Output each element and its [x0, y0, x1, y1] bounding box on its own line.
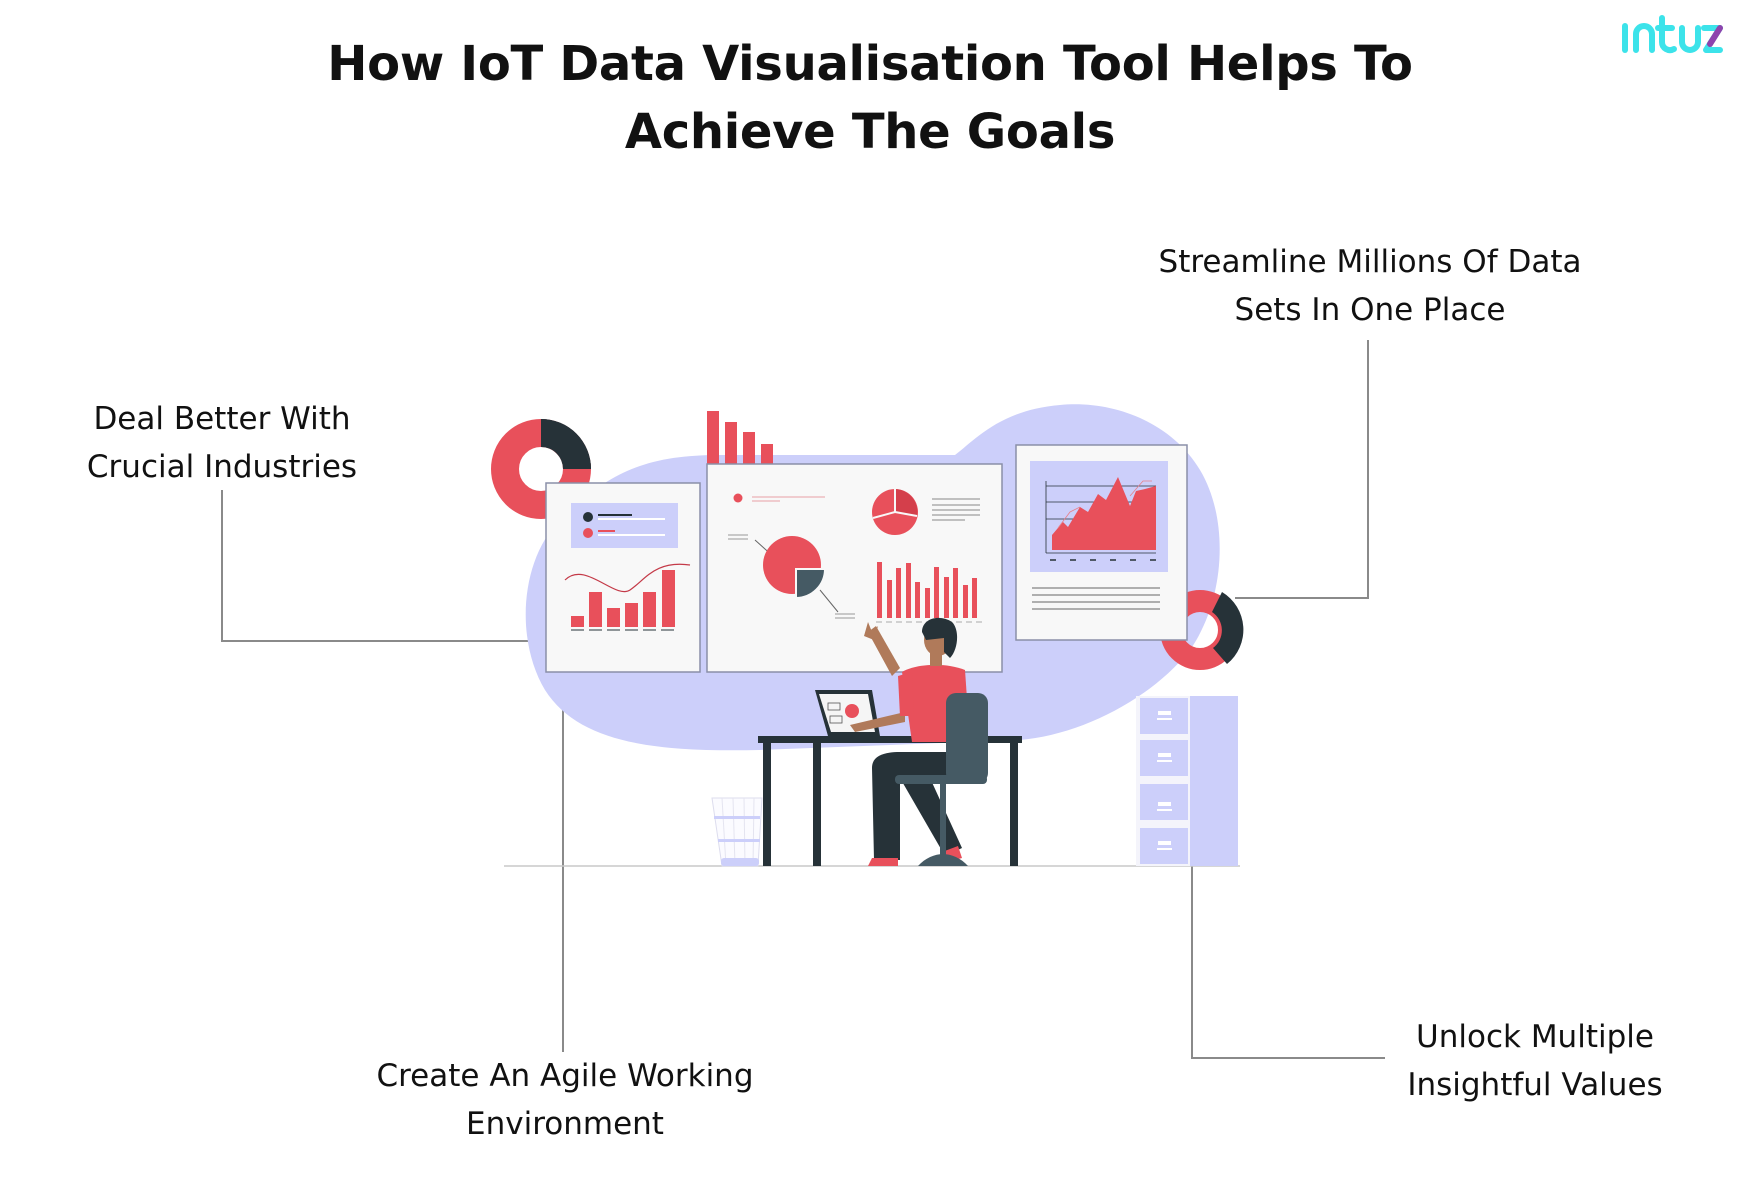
goal-label-streamline: Streamline Millions Of Data Sets In One …: [1125, 238, 1615, 334]
office-chair-icon: [895, 693, 988, 866]
goal-label-deal-better: Deal Better With Crucial Industries: [62, 395, 382, 491]
goal-create-line-1: Create An Agile Working: [376, 1058, 754, 1094]
goal-label-unlock-values: Unlock Multiple Insightful Values: [1390, 1013, 1680, 1109]
bar-chart-middle-icon: [877, 562, 977, 618]
left-dashboard-panel: [545, 482, 701, 673]
goal-streamline-line-2: Sets In One Place: [1234, 292, 1506, 328]
middle-dashboard-panel: [706, 463, 1003, 673]
goal-label-create-agile: Create An Agile Working Environment: [340, 1052, 790, 1148]
bar-chart-top-icon: [707, 411, 773, 465]
intuz-logo-icon: [1622, 15, 1723, 54]
goal-streamline-line-1: Streamline Millions Of Data: [1158, 244, 1582, 280]
goal-create-line-2: Environment: [466, 1106, 664, 1142]
title-line-1: How IoT Data Visualisation Tool Helps To: [327, 36, 1413, 92]
area-chart-icon: [1052, 477, 1156, 550]
connector-unlock: [1191, 866, 1385, 1059]
desk-icon: [758, 736, 1022, 866]
goal-deal-line-1: Deal Better With: [93, 401, 351, 437]
connector-lines: [221, 340, 1385, 1059]
wastebasket-icon: [711, 797, 763, 867]
filing-cabinet-icon: [1136, 696, 1238, 866]
intuz-logo: [1620, 12, 1724, 58]
goal-deal-line-2: Crucial Industries: [86, 449, 358, 485]
right-dashboard-panel: [1015, 444, 1188, 641]
title-line-2: Achieve The Goals: [624, 104, 1116, 160]
goal-unlock-line-1: Unlock Multiple: [1416, 1019, 1654, 1055]
connector-deal: [221, 490, 532, 642]
donut-chart-topleft-icon: [491, 419, 591, 519]
connector-streamline: [1235, 340, 1369, 599]
goal-unlock-line-2: Insightful Values: [1407, 1067, 1663, 1103]
pie-chart-small-icon: [872, 489, 918, 535]
page-title: How IoT Data Visualisation Tool Helps To…: [0, 30, 1740, 166]
